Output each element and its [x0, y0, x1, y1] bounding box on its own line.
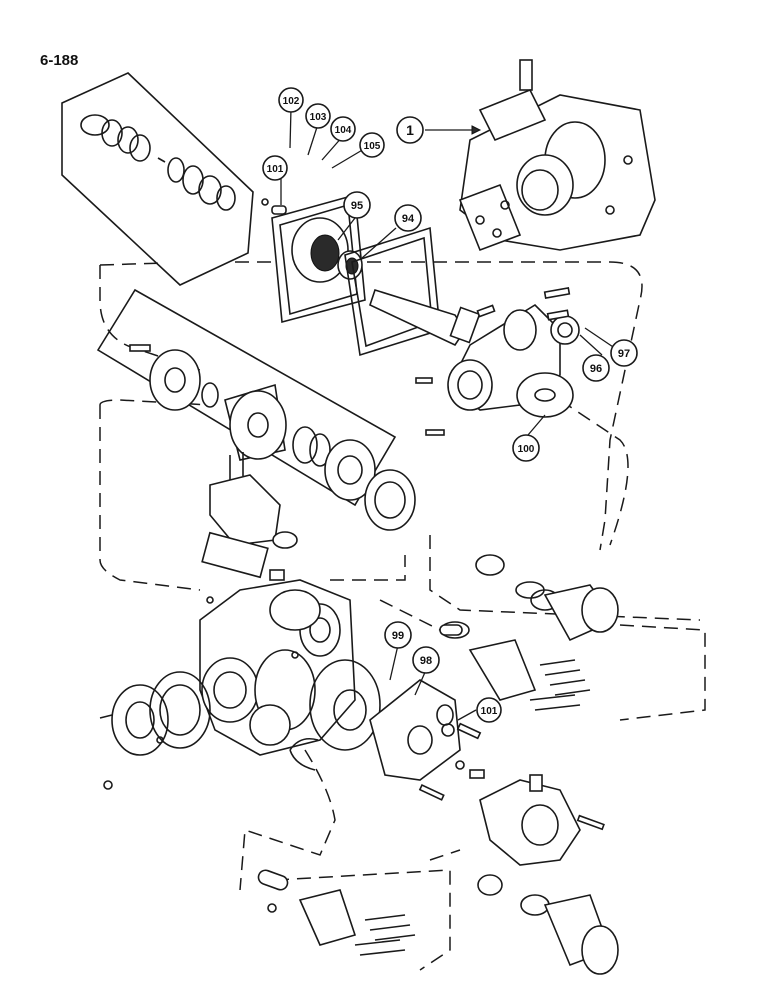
callout-98-label: 98: [420, 655, 432, 667]
small-hardware: [206, 198, 605, 913]
callout-99: 99: [384, 621, 412, 649]
callout-101-lower-label: 101: [481, 706, 498, 717]
grouping-dashed-lines: [99, 261, 706, 971]
callout-97: 97: [610, 339, 638, 367]
callout-96: 96: [582, 354, 610, 382]
crescent-seal: [289, 737, 319, 771]
callout-101-upper: 101: [262, 155, 288, 181]
charge-pump-cover: [479, 774, 581, 866]
pump-assembly: [458, 59, 656, 252]
rotating-group-inset: [96, 288, 397, 507]
callout-1-label: 1: [406, 122, 414, 138]
callout-101-upper-label: 101: [267, 164, 284, 175]
drive-shaft: [369, 289, 481, 347]
bearing-ring: [364, 469, 416, 531]
callout-97-label: 97: [618, 348, 630, 360]
callout-104: 104: [330, 116, 356, 142]
callout-104-label: 104: [335, 125, 352, 136]
servo-spring-lower: [257, 869, 416, 956]
charge-pump-body: [369, 679, 461, 781]
servo-cylinder-lower: [477, 874, 619, 975]
callout-102: 102: [278, 87, 304, 113]
callout-103: 103: [305, 103, 331, 129]
callout-103-label: 103: [310, 112, 327, 123]
callout-99-label: 99: [392, 630, 404, 642]
valve-block: [201, 452, 298, 581]
mounting-plate: [271, 193, 366, 324]
callout-1: 1: [396, 116, 424, 144]
page-number: 6-188: [40, 52, 79, 69]
callout-95-label: 95: [351, 200, 363, 212]
callout-101-lower: 101: [476, 697, 502, 723]
callout-102-label: 102: [283, 96, 300, 107]
callout-105-label: 105: [364, 141, 381, 152]
swashplate-housing: [447, 303, 580, 418]
callout-100-label: 100: [518, 444, 535, 455]
cover-gasket: [309, 659, 381, 751]
callout-95: 95: [343, 191, 371, 219]
callout-94-label: 94: [402, 213, 415, 225]
callout-98: 98: [412, 646, 440, 674]
input-flange: [99, 671, 211, 790]
servo-cylinder-upper: [475, 554, 619, 642]
seal-kit-inset: [61, 72, 254, 286]
callout-100: 100: [512, 434, 540, 462]
callout-94: 94: [394, 204, 422, 232]
callout-96-label: 96: [590, 363, 602, 375]
main-housing: [199, 579, 356, 756]
callout-105: 105: [359, 132, 385, 158]
